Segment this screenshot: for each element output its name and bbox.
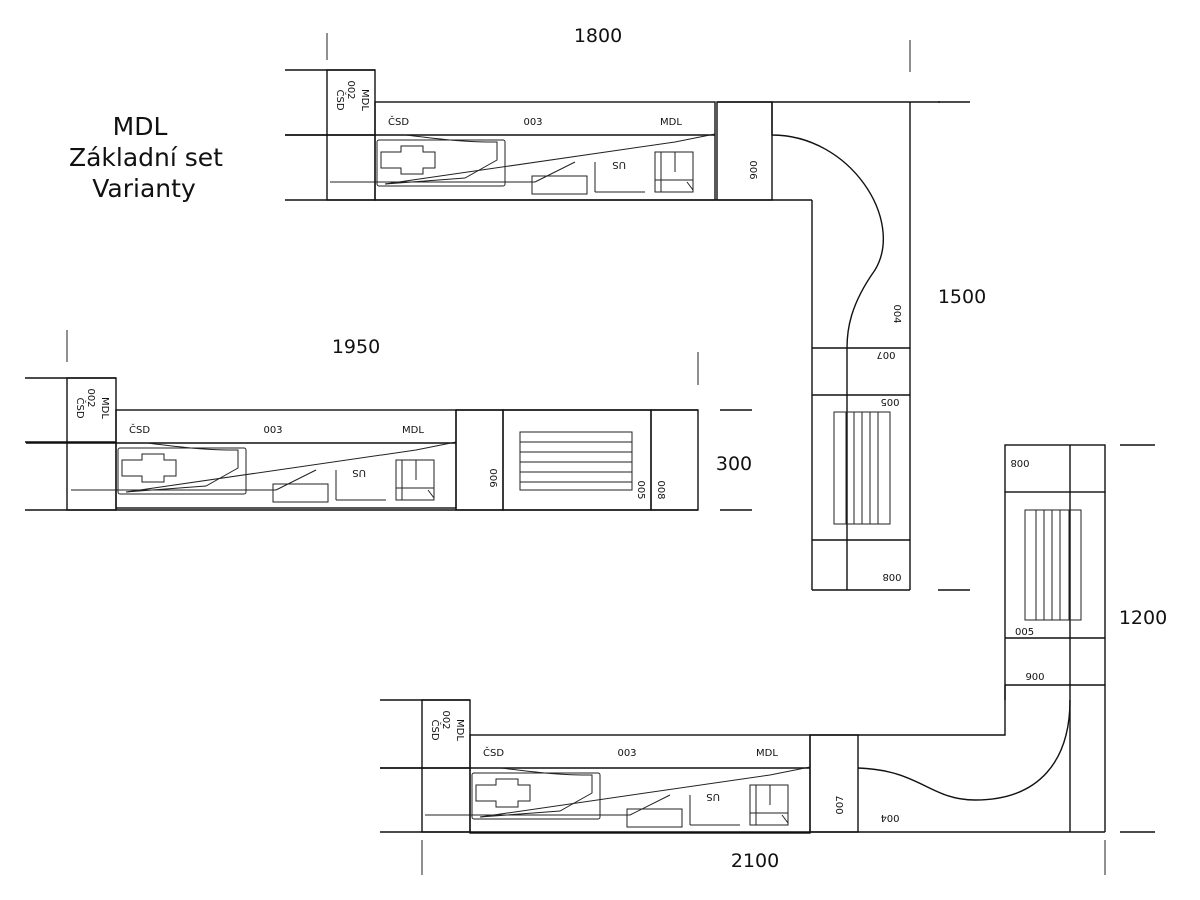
module-002-label-csd: ČSD [74,397,87,418]
label-006: 006 [747,160,758,179]
module-002-label: 002 [85,388,96,407]
layout-left [25,330,752,511]
label-mdl: MDL [402,425,424,436]
label-006: 006 [1025,670,1044,681]
dimension-top: 1800 [574,25,622,47]
label-us: US [706,791,720,802]
module-003 [284,101,716,201]
label-mdl: MDL [660,117,682,128]
label-csd: ČSD [483,746,504,759]
module-008 [1004,444,1106,493]
module-002-label: 002 [440,710,451,729]
module-002-label-mdl: MDL [454,719,465,741]
module-005 [502,409,652,511]
label-005: 005 [880,396,899,407]
label-008: 008 [655,480,666,499]
label-csd: ČSD [388,115,409,128]
module-007 [809,734,859,833]
module-003 [379,734,811,834]
dimension-bottom: 2100 [731,850,779,872]
dimension-left-height: 300 [716,453,752,475]
module-003 [25,409,457,509]
dimension-right-bottom: 1200 [1119,607,1167,629]
title-line-2: Základní set [69,143,223,172]
layout-bottom [379,444,1155,875]
module-002-label-csd: ČSD [429,719,442,740]
label-csd: ČSD [129,423,150,436]
label-007: 007 [835,795,846,814]
module-006 [716,101,773,201]
label-005: 005 [1015,627,1034,638]
module-002-label-csd: ČSD [334,89,347,110]
module-002-label-mdl: MDL [99,397,110,419]
label-mdl: MDL [756,748,778,759]
layout-top [284,33,970,591]
title-line-3: Varianty [92,174,196,203]
label-006: 006 [487,468,498,487]
label-004: 004 [891,304,902,323]
dimension-right-top: 1500 [938,286,986,308]
module-006 [455,409,504,511]
label-003: 003 [263,425,282,436]
module-002-label: 002 [345,80,356,99]
dimension-left: 1950 [332,336,380,358]
label-008: 008 [1010,457,1029,468]
label-008: 008 [882,571,901,582]
module-002-label-mdl: MDL [359,89,370,111]
label-003: 003 [617,748,636,759]
title-line-1: MDL [113,112,168,141]
label-005: 005 [635,480,646,499]
module-008 [650,409,699,511]
label-us: US [612,159,626,170]
label-003: 003 [523,117,542,128]
label-007: 007 [876,349,895,360]
label-004: 004 [880,812,899,823]
label-us: US [352,467,366,478]
